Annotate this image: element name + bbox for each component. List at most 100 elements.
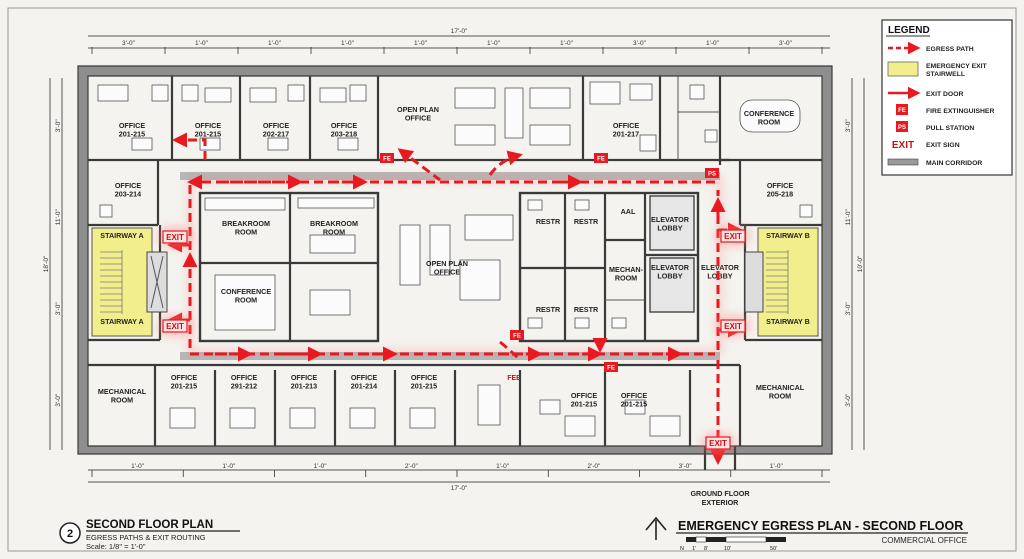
room-label-open-plan-north-line2: OFFICE	[405, 114, 432, 123]
room-label-office-201-215-n2-line2: 201-215	[195, 130, 221, 139]
room-label-open-plan-center: OPEN PLAN	[426, 259, 468, 268]
room-label-office-201-217: OFFICE	[613, 121, 640, 130]
room-label-office-201-215-n2: OFFICE	[195, 121, 222, 130]
room-label-restr-4: RESTR	[574, 305, 599, 314]
room-label-breakroom-2: BREAKROOM	[310, 219, 358, 228]
room-labels: OFFICE201-215OFFICE201-215OFFICE202-217O…	[98, 105, 810, 409]
dim-right-seg-1: 11'-0"	[845, 209, 852, 226]
dimension-lines: 17'-0" 17'-0" 18'-0" 10'-0" 3'-0"1'-0"1'…	[43, 28, 865, 492]
dim-right-total: 10'-0"	[857, 255, 864, 272]
dim-top-seg-8: 1'-0"	[706, 40, 720, 47]
room-label-mechanical-west: MECHANICAL	[98, 387, 147, 396]
room-label-office-201-215-nw: OFFICE	[119, 121, 146, 130]
dim-top-seg-1: 1'-0"	[195, 40, 209, 47]
dim-bottom-seg-7: 1'-0"	[770, 463, 784, 470]
svg-text:FE: FE	[383, 157, 391, 163]
svg-text:PS: PS	[898, 125, 906, 131]
svg-text:FIRE EXTINGUISHER: FIRE EXTINGUISHER	[926, 108, 994, 115]
dim-top-seg-6: 1'-0"	[560, 40, 574, 47]
dim-bottom-seg-1: 1'-0"	[222, 463, 236, 470]
room-label-office-201-215-s3: OFFICE	[571, 391, 598, 400]
plan-scale: Scale: 1/8" = 1'-0"	[86, 542, 146, 551]
dim-right-seg-3: 3'-0"	[845, 393, 852, 407]
room-label-office-203-218-line2: 203-218	[331, 130, 357, 139]
exit-sign-stair-a-bottom: EXIT	[157, 314, 193, 338]
room-label-office-201-215-nw-line2: 201-215	[119, 130, 145, 139]
fire-extinguisher-south: FE	[604, 362, 618, 372]
svg-text:50': 50'	[770, 546, 777, 552]
plan-title: SECOND FLOOR PLAN	[86, 519, 213, 531]
dim-top-seg-0: 3'-0"	[122, 40, 136, 47]
scale-bar: N 1' 8' 10' 50'	[680, 536, 786, 552]
legend-egress-path: EGRESS PATH	[888, 41, 974, 55]
svg-text:PULL STATION: PULL STATION	[926, 125, 974, 132]
furniture	[97, 81, 813, 437]
room-label-restr-3: RESTR	[536, 305, 561, 314]
svg-text:EXIT: EXIT	[724, 322, 742, 331]
room-label-open-plan-center-line2: OFFICE	[434, 268, 461, 277]
room-label-stairway-b-bottom: STAIRWAY B	[766, 317, 810, 326]
room-label-conference-center-line2: ROOM	[235, 296, 257, 305]
dim-left-seg-3: 3'-0"	[55, 393, 62, 407]
room-label-office-203-218: OFFICE	[331, 121, 358, 130]
room-label-elevator-lobby-2: ELEVATOR	[651, 263, 690, 272]
room-label-conference-center: CONFERENCE	[221, 287, 272, 296]
room-label-office-201-214: OFFICE	[351, 373, 378, 382]
room-label-office-203-214-line2: 203-214	[115, 190, 141, 199]
room-label-office-201-213: OFFICE	[291, 373, 318, 382]
room-label-elevator-lobby-2-line2: LOBBY	[657, 272, 682, 281]
room-label-office-201-217-line2: 201-217	[613, 130, 639, 139]
dim-right-seg-0: 3'-0"	[845, 119, 852, 133]
dim-bottom-seg-3: 2'-0"	[405, 463, 419, 470]
room-label-office-291-212: OFFICE	[231, 373, 258, 382]
room-label-office-201-215-s4-line2: 201-215	[621, 400, 647, 409]
ground-floor-exterior-line2: EXTERIOR	[702, 498, 740, 507]
legend-stair-line2: STAIRWELL	[926, 71, 965, 78]
room-label-elevator-lobby-1-line2: LOBBY	[657, 224, 682, 233]
room-label-office-205-218: OFFICE	[767, 181, 794, 190]
room-label-office-201-215-s3-line2: 201-215	[571, 400, 597, 409]
fire-extinguisher-north: FE	[380, 153, 394, 163]
room-label-office-202-217-line2: 202-217	[263, 130, 289, 139]
room-label-mechanical-east: MECHANICAL	[756, 383, 805, 392]
svg-text:1': 1'	[692, 546, 696, 552]
fire-extinguisher-open-plan: FE	[510, 330, 524, 340]
room-label-mechan-room-line2: ROOM	[615, 274, 637, 283]
room-label-stairway-a-top: STAIRWAY A	[100, 231, 143, 240]
stairway-a	[91, 227, 168, 337]
room-label-restr-2: RESTR	[574, 217, 599, 226]
room-label-breakroom-1-line2: ROOM	[235, 228, 257, 237]
legend-exit-sign: EXIT EXIT SIGN	[892, 140, 960, 151]
svg-text:EXIT: EXIT	[166, 322, 184, 331]
room-label-office-201-213-line2: 201-213	[291, 382, 317, 391]
dim-bottom-seg-5: 2'-0"	[587, 463, 601, 470]
north-arrow-icon	[645, 516, 667, 540]
legend-stair-line1: EMERGENCY EXIT	[926, 63, 988, 70]
main-corridor-north	[180, 172, 720, 180]
plan-subtitle: EGRESS PATHS & EXIT ROUTING	[86, 533, 206, 542]
dim-top-seg-4: 1'-0"	[414, 40, 428, 47]
exit-sign-stair-b-top: EXIT	[715, 224, 751, 248]
room-label-breakroom-1: BREAKROOM	[222, 219, 270, 228]
svg-text:10': 10'	[724, 546, 731, 552]
dim-left-seg-0: 3'-0"	[55, 119, 62, 133]
main-title: EMERGENCY EGRESS PLAN - SECOND FLOOR	[678, 519, 963, 533]
dim-bottom-seg-2: 1'-0"	[314, 463, 328, 470]
svg-text:FE: FE	[597, 157, 605, 163]
room-label-conference-ne-line2: ROOM	[758, 118, 780, 127]
svg-text:EGRESS PATH: EGRESS PATH	[926, 46, 974, 53]
exit-sign-main-entrance: EXIT	[700, 431, 736, 455]
main-subtitle: COMMERCIAL OFFICE	[882, 536, 967, 545]
room-label-office-203-214: OFFICE	[115, 181, 142, 190]
svg-text:EXIT: EXIT	[892, 140, 914, 151]
svg-text:8': 8'	[704, 546, 708, 552]
dim-top-seg-3: 1'-0"	[341, 40, 355, 47]
legend-pull-station: PS PULL STATION	[896, 121, 974, 132]
main-corridor-south	[180, 352, 720, 360]
svg-text:MAIN CORRIDOR: MAIN CORRIDOR	[926, 160, 982, 167]
room-label-office-202-217: OFFICE	[263, 121, 290, 130]
dim-bottom-seg-4: 1'-0"	[496, 463, 510, 470]
